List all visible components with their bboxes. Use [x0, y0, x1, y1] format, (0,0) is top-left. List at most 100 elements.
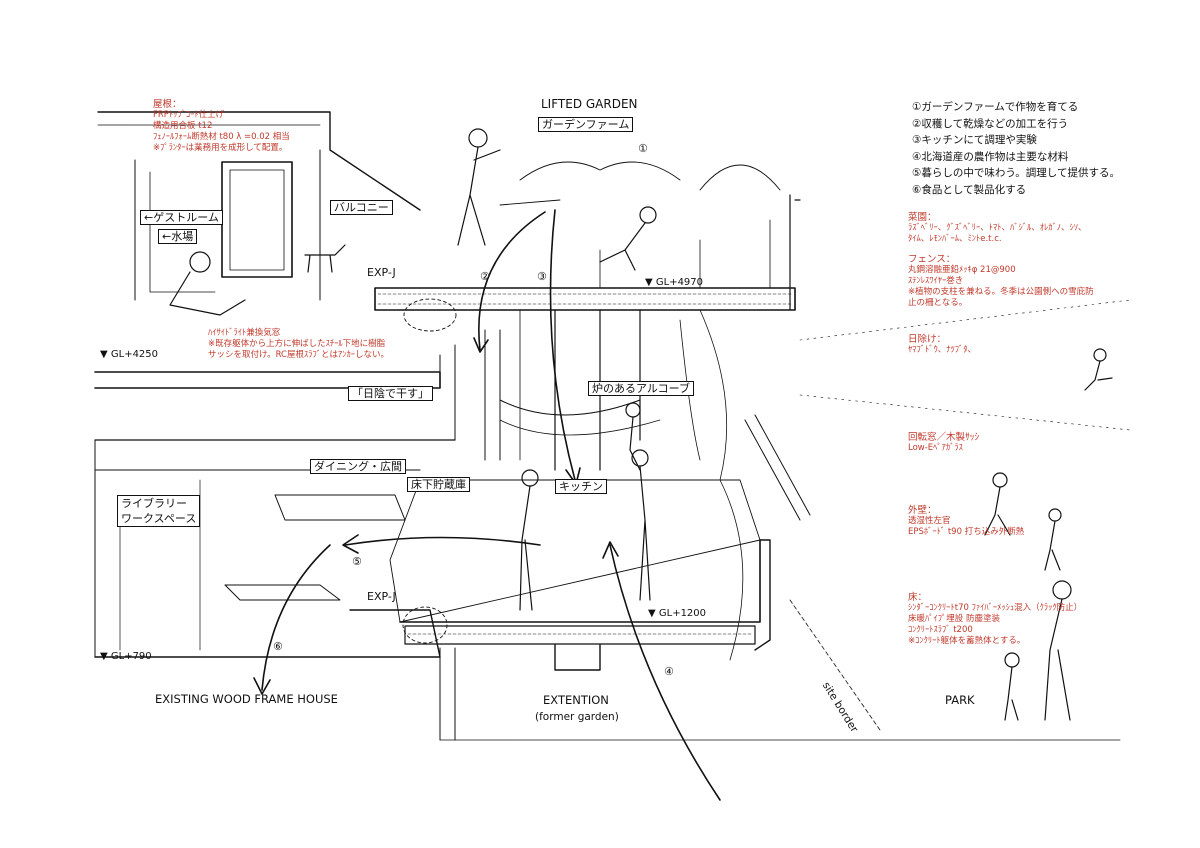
title-existing-house: EXISTING WOOD FRAME HOUSE	[155, 692, 338, 706]
note-highside-2: サッシを取付け。RC屋根ｽﾗﾌﾞとはｱﾝｶｰしない。	[208, 350, 389, 360]
label-expj-upper: EXP-J	[367, 266, 396, 279]
site-border-line	[789, 599, 881, 731]
note-window-0: 回転窓／木製ｻｯｼ	[908, 432, 980, 443]
library-desk	[224, 584, 341, 601]
note-floor-2: 床暖ﾊﾟｲﾌﾟ埋設 防塵塗装	[908, 614, 1000, 624]
figure-alcove	[625, 402, 641, 471]
step-1: ①ガーデンファームで作物を育てる	[912, 101, 1079, 113]
note-roof-4: ※ﾌﾟﾗﾝﾀｰは業務用を成形して配置。	[153, 143, 288, 153]
label-guest-room: ←ゲストルーム	[140, 210, 223, 225]
figure-sitting	[169, 251, 246, 316]
figure-farmer	[457, 128, 501, 246]
alcove-bench	[499, 399, 641, 416]
figure-cook-right	[631, 449, 651, 601]
title-park: PARK	[945, 693, 975, 707]
marker-1: ①	[638, 142, 648, 155]
figure-cook-left	[519, 469, 539, 611]
note-veg-1: ﾗｽﾞﾍﾞﾘｰ、ｸﾞｽﾞﾍﾞﾘｰ、ﾄﾏﾄ、ﾊﾞｼﾞﾙ、ｵﾚｶﾞﾉ、ｼｿ、	[908, 223, 1087, 233]
lower-floor	[94, 609, 441, 658]
guest-window	[221, 161, 293, 278]
note-floor: 床： ｼﾝﾀﾞｰｺﾝｸﾘｰﾄt70 ﾌｧｲﾊﾞｰﾒｯｼｭ混入（ｸﾗｯｸ防止） 床…	[908, 592, 1082, 647]
note-floor-3: ｺﾝｸﾘｰﾄｽﾗﾌﾞ t200	[908, 625, 973, 635]
label-library-line2: ワークスペース	[121, 512, 197, 525]
figure-park-jumper	[1084, 348, 1113, 391]
note-fence-1: 丸鋼溶融亜鉛ﾒｯｷφ 21@900	[908, 265, 1016, 275]
note-roof-2: 構造用合板 t12	[153, 121, 213, 131]
note-floor-4: ※ｺﾝｸﾘｰﾄ躯体を蓄熱体とする。	[908, 636, 1026, 646]
upper-floor-slab	[94, 371, 441, 389]
note-shade: 日除け： ﾔﾏﾌﾞﾄﾞｳ、ﾅﾂﾌﾞﾀ、	[908, 334, 976, 356]
note-roof-0: 屋根：	[153, 99, 182, 110]
figure-gardener	[599, 206, 657, 271]
label-balcony: バルコニー	[330, 200, 393, 215]
note-highside-0: ﾊｲｻｲﾄﾞﾗｲﾄ兼換気窓	[208, 328, 281, 338]
marker-3: ③	[537, 270, 547, 283]
arrow-6	[261, 544, 331, 691]
note-fence-0: フェンス：	[908, 254, 956, 265]
step-5: ⑤暮らしの中で味わう。調理して提供する。	[912, 167, 1120, 179]
level-gl4970: ▼ GL+4970	[645, 277, 704, 288]
lifted-garden-slab	[374, 287, 796, 311]
label-shade-dry: 「日陰で干す」	[348, 386, 433, 401]
existing-house-wall	[134, 149, 321, 301]
footing	[554, 644, 601, 671]
extension-wall	[754, 539, 771, 651]
label-kitchen: キッチン	[555, 479, 607, 494]
step-2: ②収穫して乾燥などの加工を行う	[912, 117, 1069, 130]
level-gl4250: ▼ GL+4250	[100, 349, 159, 360]
label-dining: ダイニング・広間	[310, 459, 406, 474]
note-wall-2: EPSﾎﾞｰﾄﾞ t90 打ち込み外断熱	[908, 527, 1025, 537]
label-library-line1: ライブラリー	[121, 497, 187, 510]
note-window: 回転窓／木製ｻｯｼ Low-Eﾍﾟｱｶﾞﾗｽ	[908, 432, 979, 454]
figure-park-child	[1004, 652, 1020, 721]
arrow-3	[549, 209, 576, 481]
figure-park-adult	[1044, 580, 1072, 721]
fence	[789, 194, 801, 311]
note-floor-1: ｼﾝﾀﾞｰｺﾝｸﾘｰﾄt70 ﾌｧｲﾊﾞｰﾒｯｼｭ混入（ｸﾗｯｸ防止）	[908, 603, 1083, 613]
label-garden-farm: ガーデンファーム	[538, 117, 634, 132]
figure-park-girl	[1044, 508, 1062, 571]
kitchen-floor-plane	[389, 479, 761, 623]
alcove-wall	[484, 329, 501, 461]
vines	[679, 309, 744, 661]
label-expj-lower: EXP-J	[367, 590, 396, 603]
title-former-garden: (former garden)	[535, 711, 619, 723]
note-wall-1: 透湿性左官	[908, 516, 951, 526]
level-gl790: ▼ GL+790	[100, 651, 152, 662]
label-library: ライブラリー ワークスペース	[117, 495, 201, 527]
process-steps: ①ガーデンファームで作物を育てる ②収穫して乾燥などの加工を行う ③キッチンにて…	[912, 99, 1120, 198]
step-4: ④北海道産の農作物は主要な材料	[912, 150, 1069, 163]
note-window-1: Low-Eﾍﾟｱｶﾞﾗｽ	[908, 443, 963, 453]
note-floor-0: 床：	[908, 592, 928, 603]
note-roof: 屋根： FRPﾄｯﾌﾟｺｰﾄ仕上げ 構造用合板 t12 ﾌｪﾉｰﾙﾌｫｰﾑ断熱材…	[153, 99, 290, 154]
label-water: ←水場	[158, 229, 198, 244]
arrow-4	[609, 544, 721, 801]
step-3: ③キッチンにて調理や実験	[912, 134, 1037, 146]
note-fence-4: 止の柵となる。	[908, 298, 968, 308]
note-wall-0: 外壁：	[908, 505, 937, 516]
note-veg-0: 菜園：	[908, 212, 937, 223]
expj-detail-upper	[403, 298, 457, 332]
park-lines	[799, 299, 1131, 431]
label-underfloor-storage: 床下貯蔵庫	[407, 477, 470, 492]
note-shade-0: 日除け：	[908, 334, 947, 345]
label-hearth-alcove: 炉のあるアルコーブ	[588, 381, 695, 396]
extension-floor	[399, 539, 761, 623]
shade-louvre	[744, 414, 811, 521]
note-roof-1: FRPﾄｯﾌﾟｺｰﾄ仕上げ	[153, 110, 225, 120]
figure-park-runner	[984, 472, 1011, 536]
note-vegetables: 菜園： ﾗｽﾞﾍﾞﾘｰ、ｸﾞｽﾞﾍﾞﾘｰ、ﾄﾏﾄ、ﾊﾞｼﾞﾙ、ｵﾚｶﾞﾉ、ｼｿ、…	[908, 212, 1087, 245]
note-veg-2: ﾀｲﾑ、ﾚﾓﾝﾊﾞｰﾑ、ﾐﾝﾄe.t.c.	[908, 234, 1002, 244]
dining-table	[274, 494, 406, 521]
note-shade-1: ﾔﾏﾌﾞﾄﾞｳ、ﾅﾂﾌﾞﾀ、	[908, 345, 977, 355]
existing-roof-line	[97, 111, 421, 211]
note-fence-2: ｽﾃﾝﾚｽﾜｲﾔｰ巻き	[908, 276, 964, 286]
arrow-5	[344, 536, 541, 546]
note-fence: フェンス： 丸鋼溶融亜鉛ﾒｯｷφ 21@900 ｽﾃﾝﾚｽﾜｲﾔｰ巻き ※植物の…	[908, 254, 1094, 309]
marker-6: ⑥	[273, 640, 283, 653]
arrow-2	[478, 211, 546, 351]
marker-5: ⑤	[352, 555, 362, 568]
expj-detail-lower	[402, 606, 448, 644]
dog	[304, 244, 346, 273]
